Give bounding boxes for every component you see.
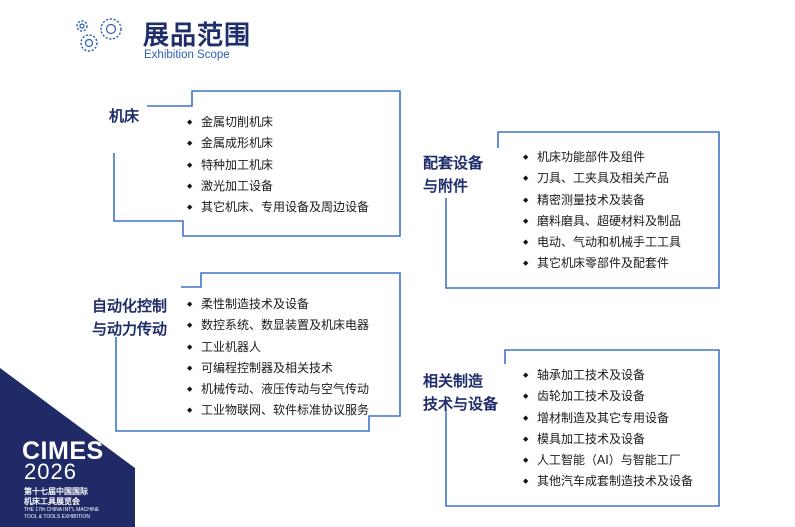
frame-machine-tools bbox=[113, 90, 401, 237]
list-item: 磨料磨具、超硬材料及制品 bbox=[523, 211, 681, 232]
list-item: 金属成形机床 bbox=[187, 133, 369, 154]
list-item: 齿轮加工技术及设备 bbox=[523, 386, 693, 407]
brand-cn-line2: 机床工具展览会 bbox=[24, 497, 80, 506]
list-item: 其它机床、专用设备及周边设备 bbox=[187, 197, 369, 218]
list-item: 轴承加工技术及设备 bbox=[523, 365, 693, 386]
gears-icon bbox=[76, 18, 122, 52]
category-items-accessories: 机床功能部件及组件 刀具、工夹具及相关产品 精密测量技术及装备 磨料磨具、超硬材… bbox=[523, 147, 681, 275]
list-item: 金属切削机床 bbox=[187, 112, 369, 133]
category-label: 与动力传动 bbox=[92, 320, 168, 338]
category-items-automation: 柔性制造技术及设备 数控系统、数显装置及机床电器 工业机器人 可编程控制器及相关… bbox=[187, 294, 369, 422]
category-accessories: 配套设备 与附件 bbox=[423, 152, 483, 198]
list-item: 模具加工技术及设备 bbox=[523, 429, 693, 450]
list-item: 其他汽车成套制造技术及设备 bbox=[523, 471, 693, 492]
page-subtitle: Exhibition Scope bbox=[144, 49, 230, 61]
page-title: 展品范围 bbox=[143, 21, 252, 51]
frame-manufacturing bbox=[445, 349, 720, 507]
category-machine-tools: 机床 bbox=[109, 105, 139, 128]
list-item: 数控系统、数显装置及机床电器 bbox=[187, 315, 369, 336]
brand-cn-line1: 第十七届中国国际 bbox=[24, 487, 88, 496]
brand-year: 2026 bbox=[24, 459, 77, 484]
list-item: 机械传动、液压传动与空气传动 bbox=[187, 379, 369, 400]
category-items-machine-tools: 金属切削机床 金属成形机床 特种加工机床 激光加工设备 其它机床、专用设备及周边… bbox=[187, 112, 369, 218]
list-item: 激光加工设备 bbox=[187, 176, 369, 197]
brand-en-line2: TOOL & TOOLS EXHIBITION bbox=[24, 514, 90, 520]
category-label: 相关制造 bbox=[423, 372, 484, 390]
category-label: 机床 bbox=[109, 107, 140, 125]
list-item: 增材制造及其它专用设备 bbox=[523, 408, 693, 429]
list-item: 工业物联网、软件标准协议服务 bbox=[187, 400, 369, 421]
list-item: 人工智能（AI）与智能工厂 bbox=[523, 450, 693, 471]
frame-automation bbox=[115, 272, 401, 432]
category-label: 与附件 bbox=[423, 177, 469, 195]
category-items-manufacturing: 轴承加工技术及设备 齿轮加工技术及设备 增材制造及其它专用设备 模具加工技术及设… bbox=[523, 365, 693, 493]
list-item: 机床功能部件及组件 bbox=[523, 147, 681, 168]
frame-accessories bbox=[445, 131, 720, 289]
category-automation: 自动化控制 与动力传动 bbox=[92, 295, 167, 341]
brand-en-line1: THE 17th CHINA INT'L MACHINE bbox=[24, 507, 100, 513]
brand-corner-triangle bbox=[0, 368, 135, 527]
category-label: 配套设备 bbox=[423, 154, 484, 172]
list-item: 电动、气动和机械手工工具 bbox=[523, 232, 681, 253]
category-manufacturing: 相关制造 技术与设备 bbox=[423, 370, 498, 416]
category-label: 自动化控制 bbox=[92, 297, 168, 315]
list-item: 柔性制造技术及设备 bbox=[187, 294, 369, 315]
category-label: 技术与设备 bbox=[423, 395, 499, 413]
list-item: 可编程控制器及相关技术 bbox=[187, 358, 369, 379]
brand-logo: CIMES bbox=[22, 437, 104, 465]
list-item: 特种加工机床 bbox=[187, 155, 369, 176]
list-item: 其它机床零部件及配套件 bbox=[523, 253, 681, 274]
list-item: 工业机器人 bbox=[187, 337, 369, 358]
list-item: 精密测量技术及装备 bbox=[523, 190, 681, 211]
list-item: 刀具、工夹具及相关产品 bbox=[523, 168, 681, 189]
